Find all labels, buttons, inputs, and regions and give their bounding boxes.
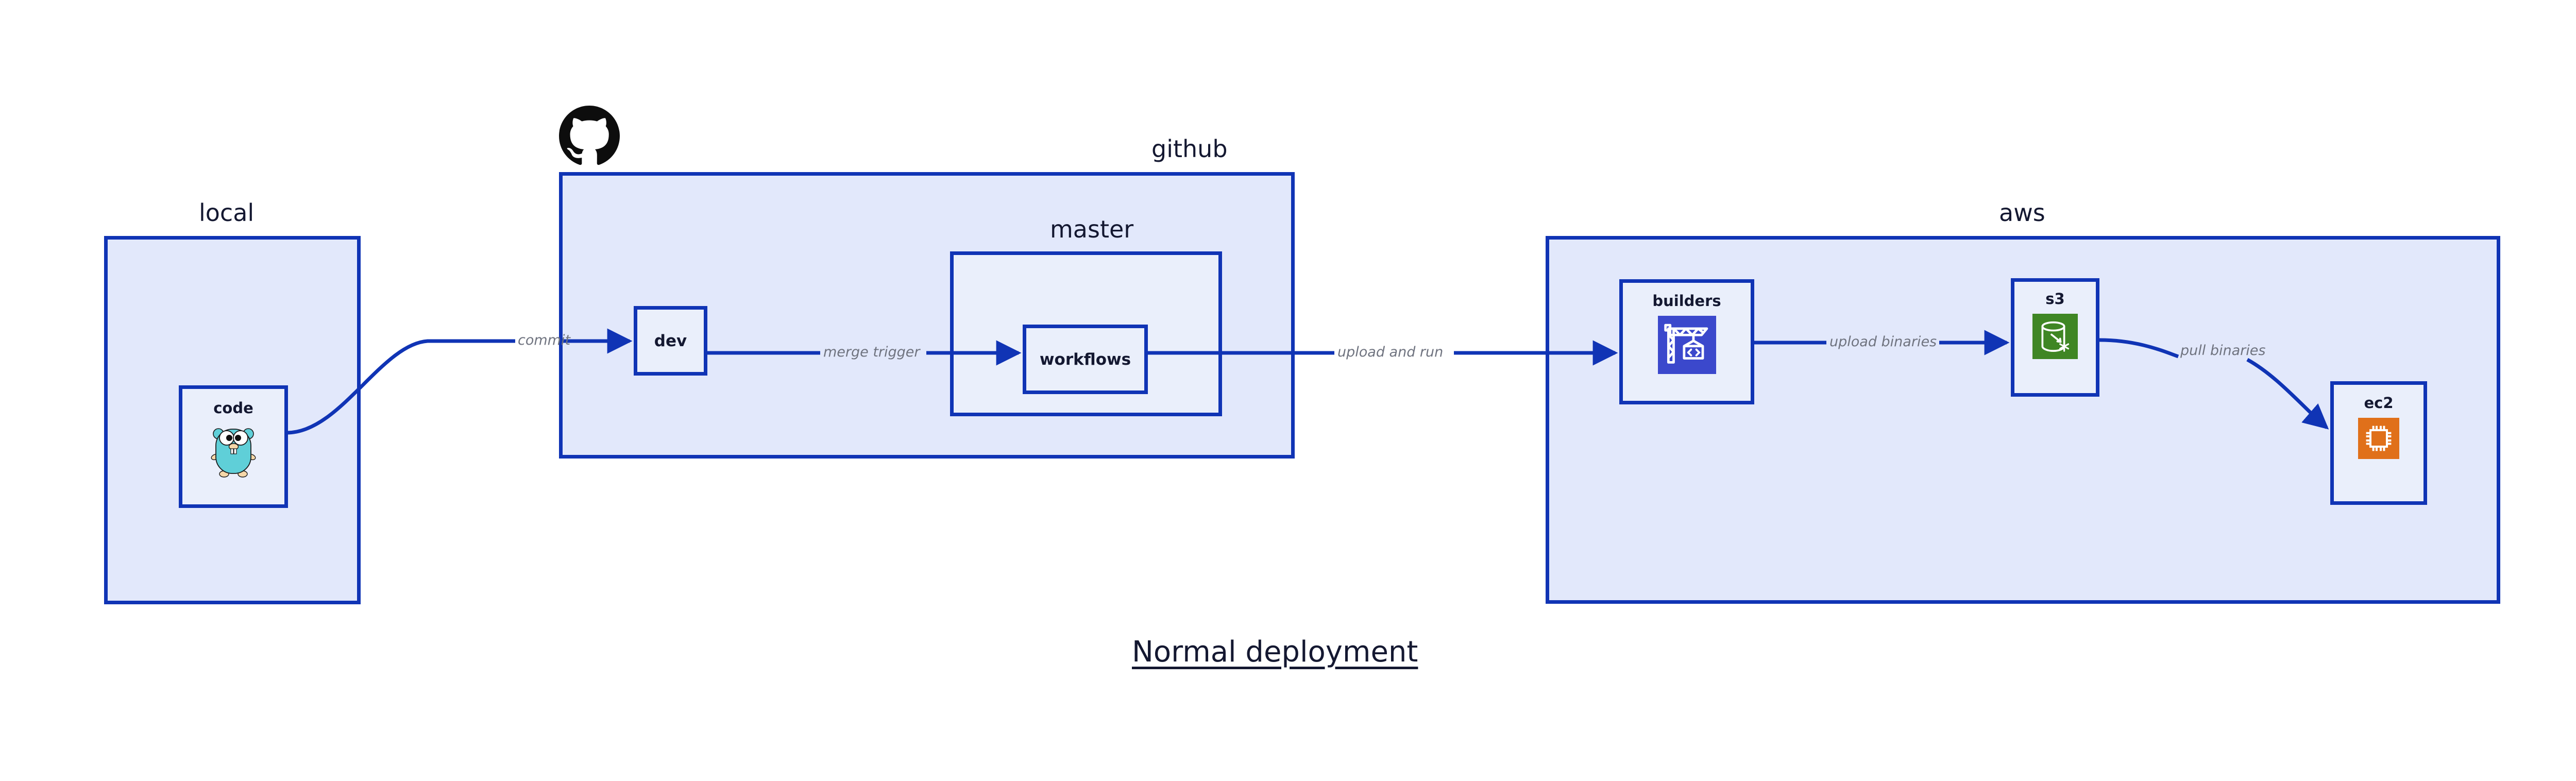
- node-workflows-label: workflows: [1039, 350, 1131, 369]
- aws-ec2-icon: [2358, 418, 2399, 461]
- go-gopher-icon: [211, 422, 256, 480]
- node-dev[interactable]: dev: [634, 306, 707, 376]
- edge-label-pull-binaries: pull binaries: [2180, 343, 2266, 359]
- zone-label-github: github: [1151, 135, 1228, 163]
- node-s3-label: s3: [2045, 290, 2065, 308]
- zone-label-master: master: [1050, 215, 1134, 243]
- aws-codebuild-icon: [1657, 316, 1716, 376]
- node-ec2-label: ec2: [2364, 394, 2394, 412]
- node-builders[interactable]: builders: [1619, 279, 1754, 404]
- aws-s3-glacier-icon: [2032, 314, 2078, 361]
- edge-label-commit: commit: [518, 332, 571, 348]
- diagram-title: Normal deployment: [1132, 635, 1418, 669]
- edge-label-upload-binaries: upload binaries: [1829, 334, 1937, 350]
- node-workflows[interactable]: workflows: [1023, 325, 1148, 394]
- node-builders-label: builders: [1652, 292, 1721, 310]
- zone-label-aws: aws: [1999, 199, 2045, 227]
- edge-label-merge-trigger: merge trigger: [823, 344, 920, 360]
- node-ec2[interactable]: ec2: [2330, 381, 2427, 505]
- edge-label-upload-and-run: upload and run: [1337, 344, 1444, 360]
- node-s3[interactable]: s3: [2011, 278, 2099, 397]
- github-octocat-logo: [559, 106, 620, 168]
- zone-label-local: local: [199, 199, 255, 227]
- node-code-label: code: [213, 399, 253, 417]
- node-code[interactable]: code: [179, 385, 288, 508]
- node-dev-label: dev: [654, 331, 687, 350]
